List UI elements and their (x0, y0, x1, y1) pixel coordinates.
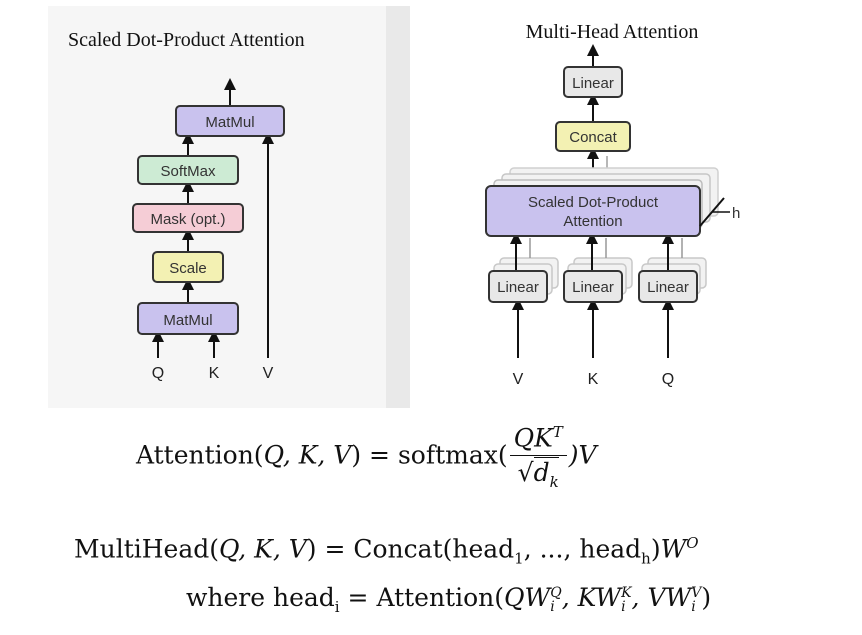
matmul-bottom-box (137, 302, 239, 335)
linear-k-label: Linear (572, 279, 614, 296)
linear-output-label: Linear (572, 75, 614, 92)
left-arrows (152, 78, 274, 358)
input-v-left: V (263, 365, 274, 382)
attention-fraction: QKT√dk (509, 424, 567, 490)
linear-k-box (563, 270, 623, 303)
attention-diagrams: Scaled Dot-Product Attention MatMul Soft… (68, 21, 740, 388)
attention-formula: Attention(Q, K, V) = softmax(QKT√dk)V (136, 423, 597, 491)
linear-v-label: Linear (497, 279, 539, 296)
multi-head-title: Multi-Head Attention (526, 21, 699, 43)
matmul-top-box (175, 105, 285, 137)
input-k-left: K (209, 365, 220, 382)
heads-label: h (732, 205, 740, 222)
linear-q-box (638, 270, 698, 303)
scale-label: Scale (169, 260, 207, 277)
input-q-left: Q (152, 365, 164, 382)
matmul-top-label: MatMul (205, 114, 254, 131)
matmul-bottom-label: MatMul (163, 312, 212, 329)
mask-box (132, 203, 244, 233)
panel-divider (386, 6, 410, 408)
linear-output-box (563, 66, 623, 98)
attention-label-line1: Scaled Dot-Product (528, 194, 659, 211)
input-v-right: V (513, 371, 524, 388)
input-k-right: K (588, 371, 599, 388)
concat-label: Concat (569, 129, 617, 146)
scaled-dot-product-title: Scaled Dot-Product Attention (68, 29, 305, 51)
right-arrows-middle (510, 232, 674, 358)
mask-label: Mask (opt.) (150, 211, 225, 228)
linear-v-box (488, 270, 548, 303)
softmax-label: SoftMax (160, 163, 216, 180)
multihead-formula: MultiHead(Q, K, V) = Concat(head1, ..., … (74, 534, 699, 568)
scaled-dot-product-attention-box (485, 185, 701, 237)
linear-q-label: Linear (647, 279, 689, 296)
concat-box (555, 121, 631, 152)
input-q-right: Q (662, 371, 674, 388)
scale-box (152, 251, 224, 283)
shadow-arrows (529, 238, 683, 258)
attention-label-line2: Attention (563, 213, 622, 230)
softmax-box (137, 155, 239, 185)
